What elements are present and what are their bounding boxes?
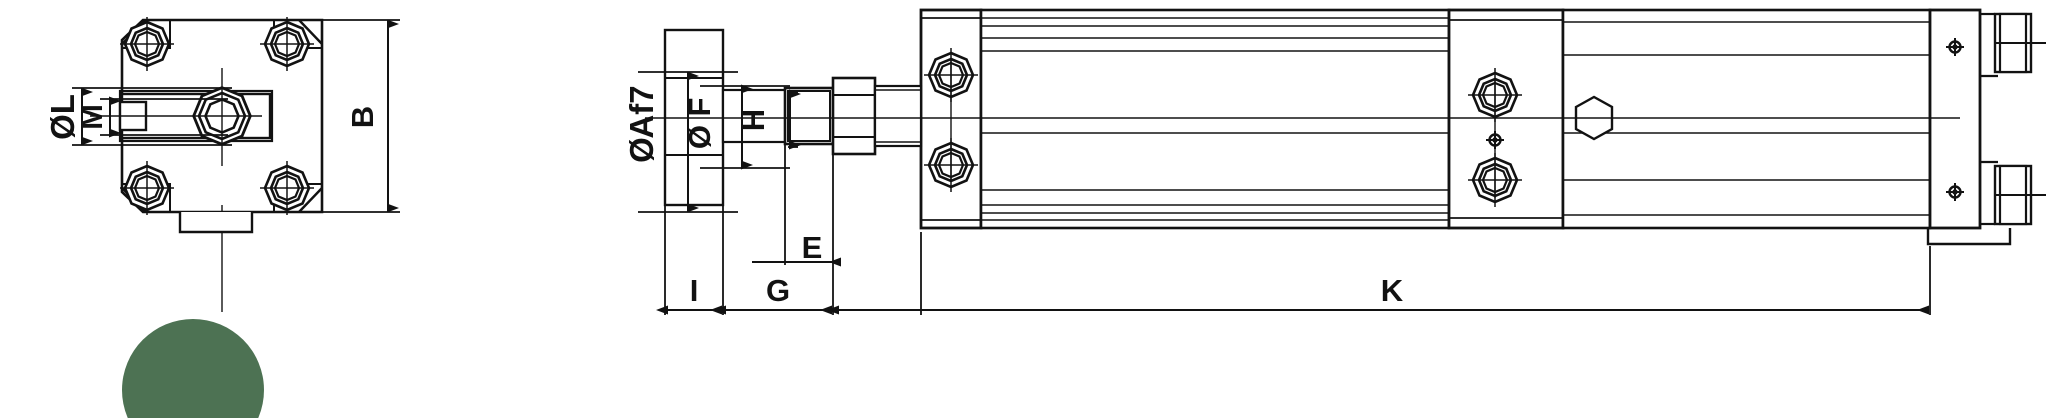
dim-label-h: H [736, 109, 771, 131]
watermark-circle [122, 319, 264, 418]
dim-label-b: B [345, 106, 380, 128]
dim-label-f: F [682, 98, 717, 117]
end-view-dimensions [72, 19, 400, 213]
dim-label-m: M [74, 104, 109, 130]
dim-label-af7-prefix: Ø [623, 137, 660, 163]
dim-label-ol: ØL [44, 94, 81, 140]
dim-label-g: G [766, 273, 790, 308]
side-view-dim-labels: Ø Af7 Ø F H E I G K [623, 85, 1404, 308]
side-view-dimensions [638, 71, 1931, 315]
dim-label-i: I [690, 273, 699, 308]
dim-label-e: E [802, 230, 823, 265]
dim-label-af7: Af7 [623, 85, 660, 138]
side-view-geometry [645, 8, 2046, 246]
dim-label-f-prefix: Ø [682, 125, 717, 149]
end-view-geometry [90, 15, 324, 312]
dim-label-k: K [1381, 273, 1404, 308]
